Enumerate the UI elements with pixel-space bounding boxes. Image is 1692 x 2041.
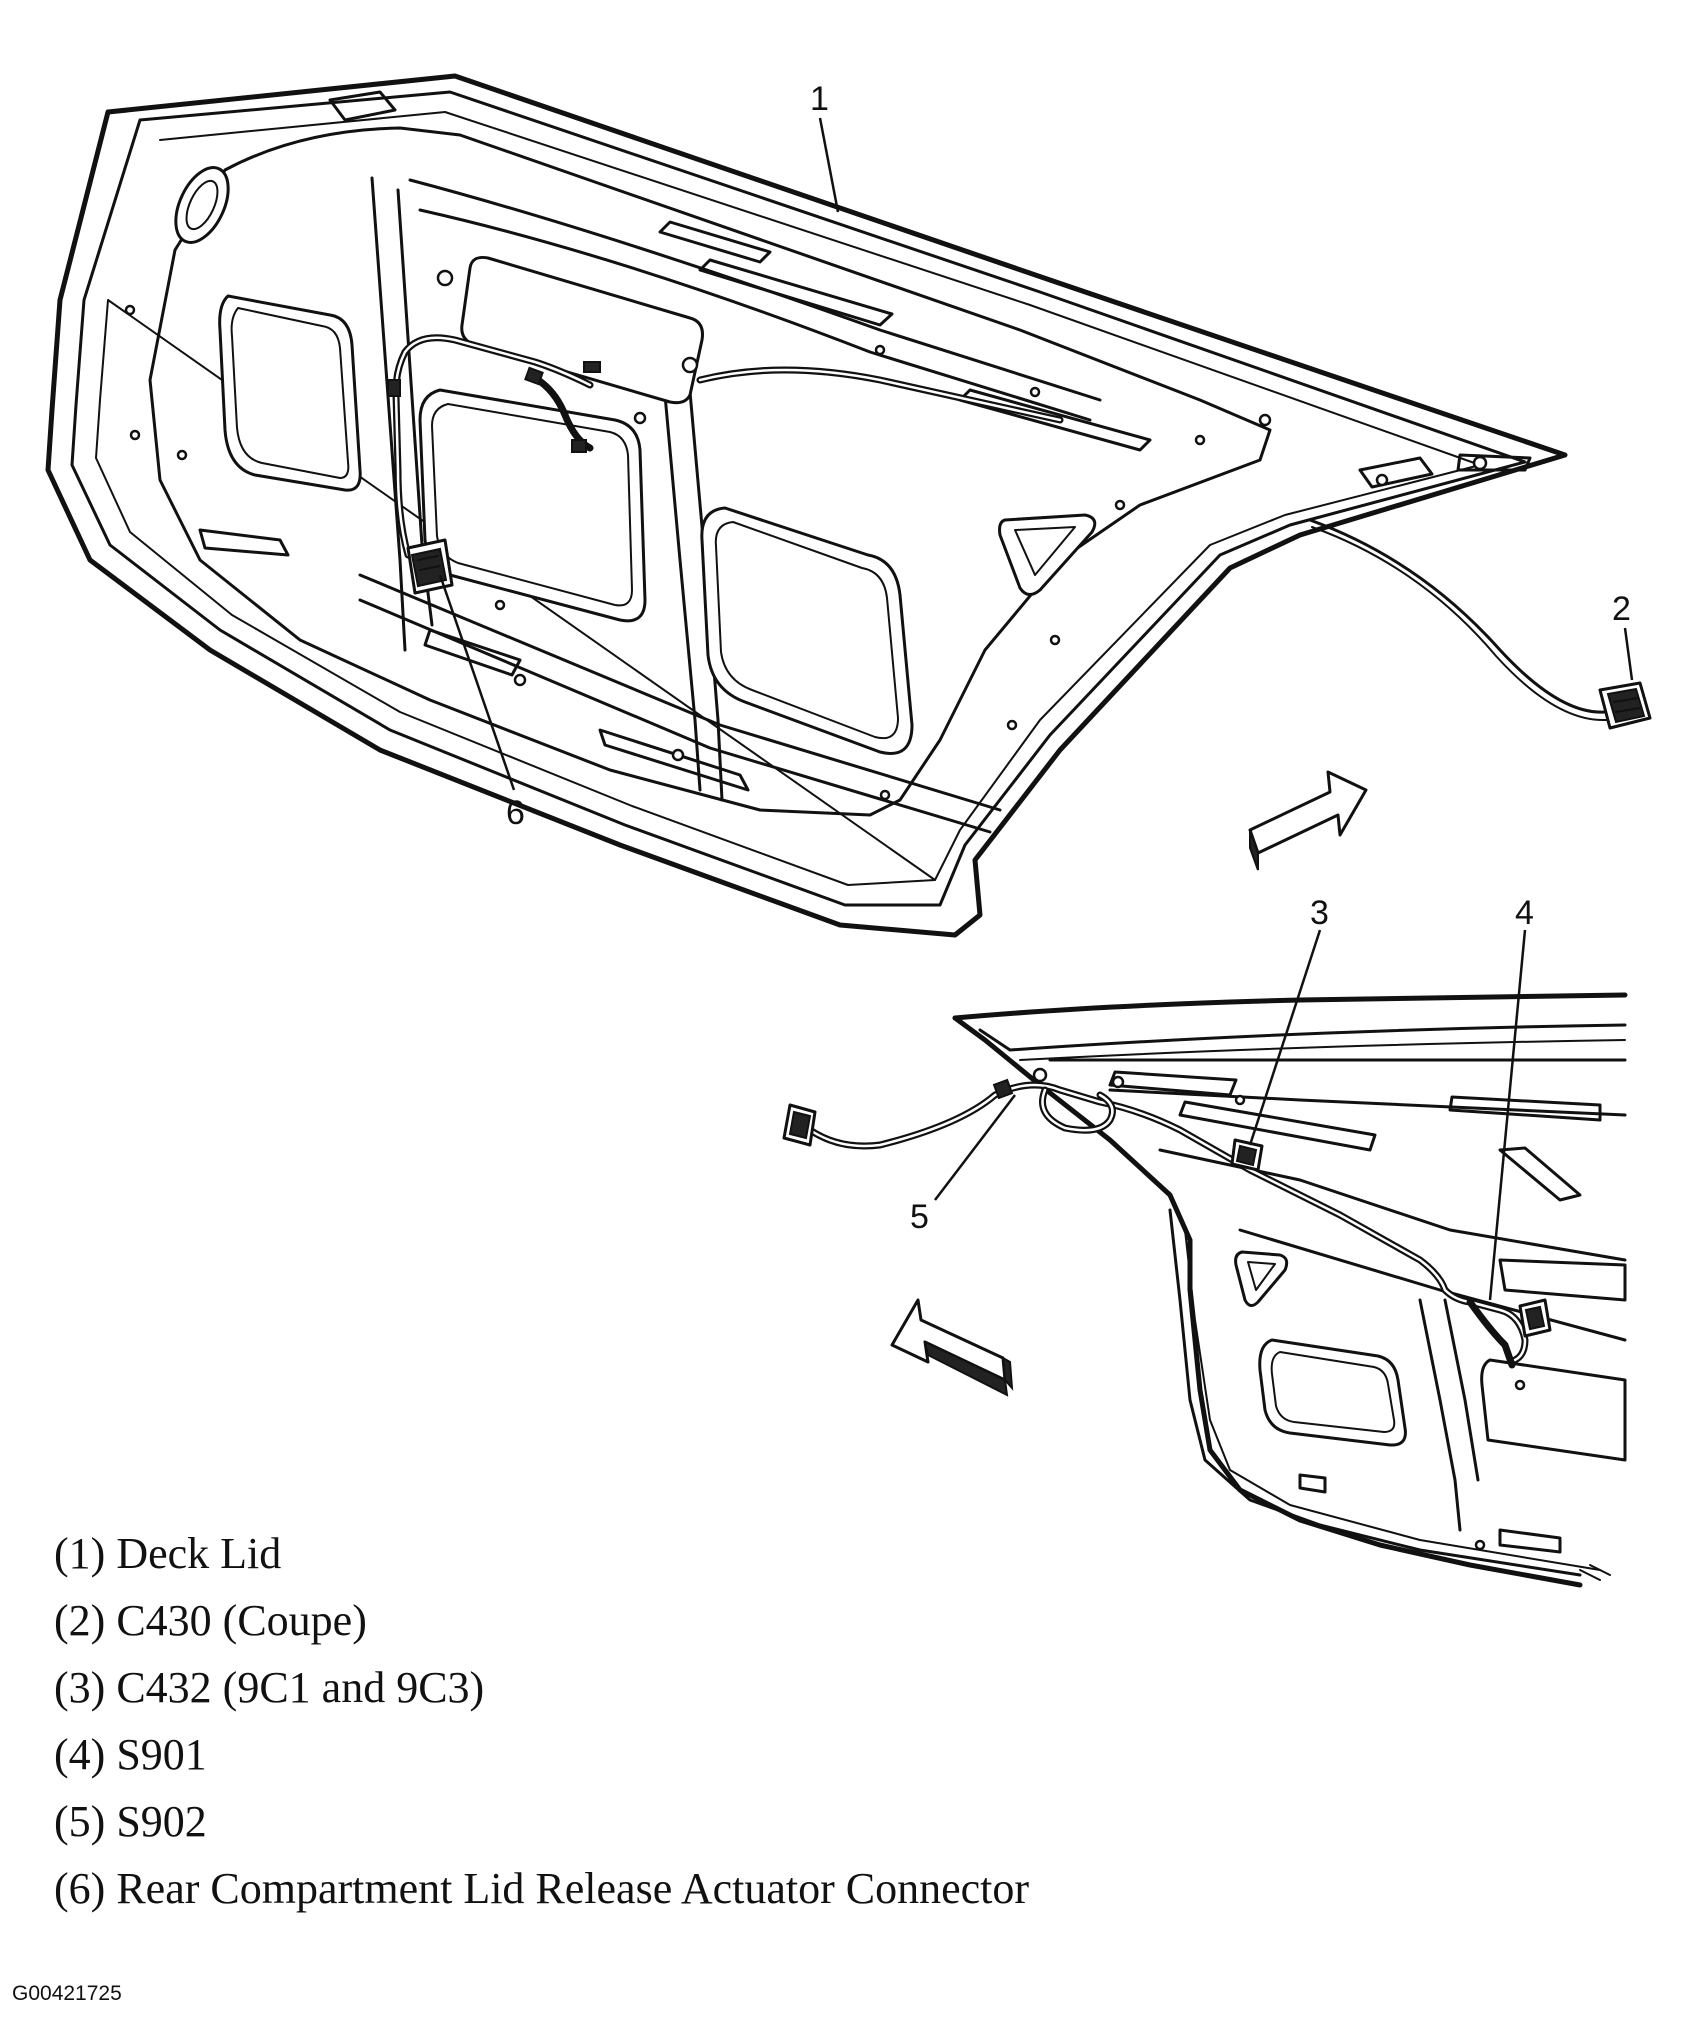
- c432-connector: [1230, 1138, 1264, 1172]
- detail-left-connector: [782, 1103, 817, 1147]
- legend-item: (5) S902: [54, 1797, 207, 1846]
- legend-item: (4) S901: [54, 1730, 207, 1779]
- legend-item: (3) C432 (9C1 and 9C3): [54, 1663, 485, 1712]
- c430-connector: [1598, 681, 1652, 730]
- triangular-stiffener: [998, 513, 1097, 596]
- right-access-window: [700, 506, 914, 755]
- parts-legend: (1) Deck Lid (2) C430 (Coupe) (3) C432 (…: [54, 1520, 1029, 1922]
- callout-1: 1: [810, 80, 829, 118]
- mounting-holes: [124, 269, 1488, 801]
- callout-6: 6: [506, 794, 525, 832]
- callout-5: 5: [910, 1198, 929, 1236]
- deck-lid-inner-panel: [148, 126, 1272, 817]
- s901-splice: [1518, 1298, 1552, 1338]
- left-access-window: [218, 294, 362, 492]
- legend-item: (1) Deck Lid: [54, 1529, 282, 1578]
- callout-3: 3: [1310, 894, 1329, 932]
- center-access-window: [418, 388, 647, 623]
- callout-2: 2: [1612, 590, 1631, 628]
- deck-lid-detail-illustration: [782, 992, 1628, 1588]
- c430-lead-wire: [1308, 518, 1607, 714]
- view-arrow-lower: [890, 1298, 1014, 1397]
- actuator-connector: [406, 538, 454, 595]
- deck-lid-flange: [70, 90, 1527, 907]
- callout-4: 4: [1515, 894, 1534, 932]
- detail-access-window: [1258, 1338, 1407, 1447]
- deck-lid-outline: [45, 73, 1568, 938]
- legend-item: (6) Rear Compartment Lid Release Actuato…: [54, 1864, 1030, 1913]
- view-arrow-upper: [1248, 770, 1368, 871]
- legend-item: (2) C430 (Coupe): [54, 1596, 367, 1645]
- deck-lid-illustration: [45, 73, 1652, 938]
- callout-labels: 1 2 6 3 4 5: [438, 80, 1634, 1301]
- figure-id: G00421725: [12, 1982, 122, 2005]
